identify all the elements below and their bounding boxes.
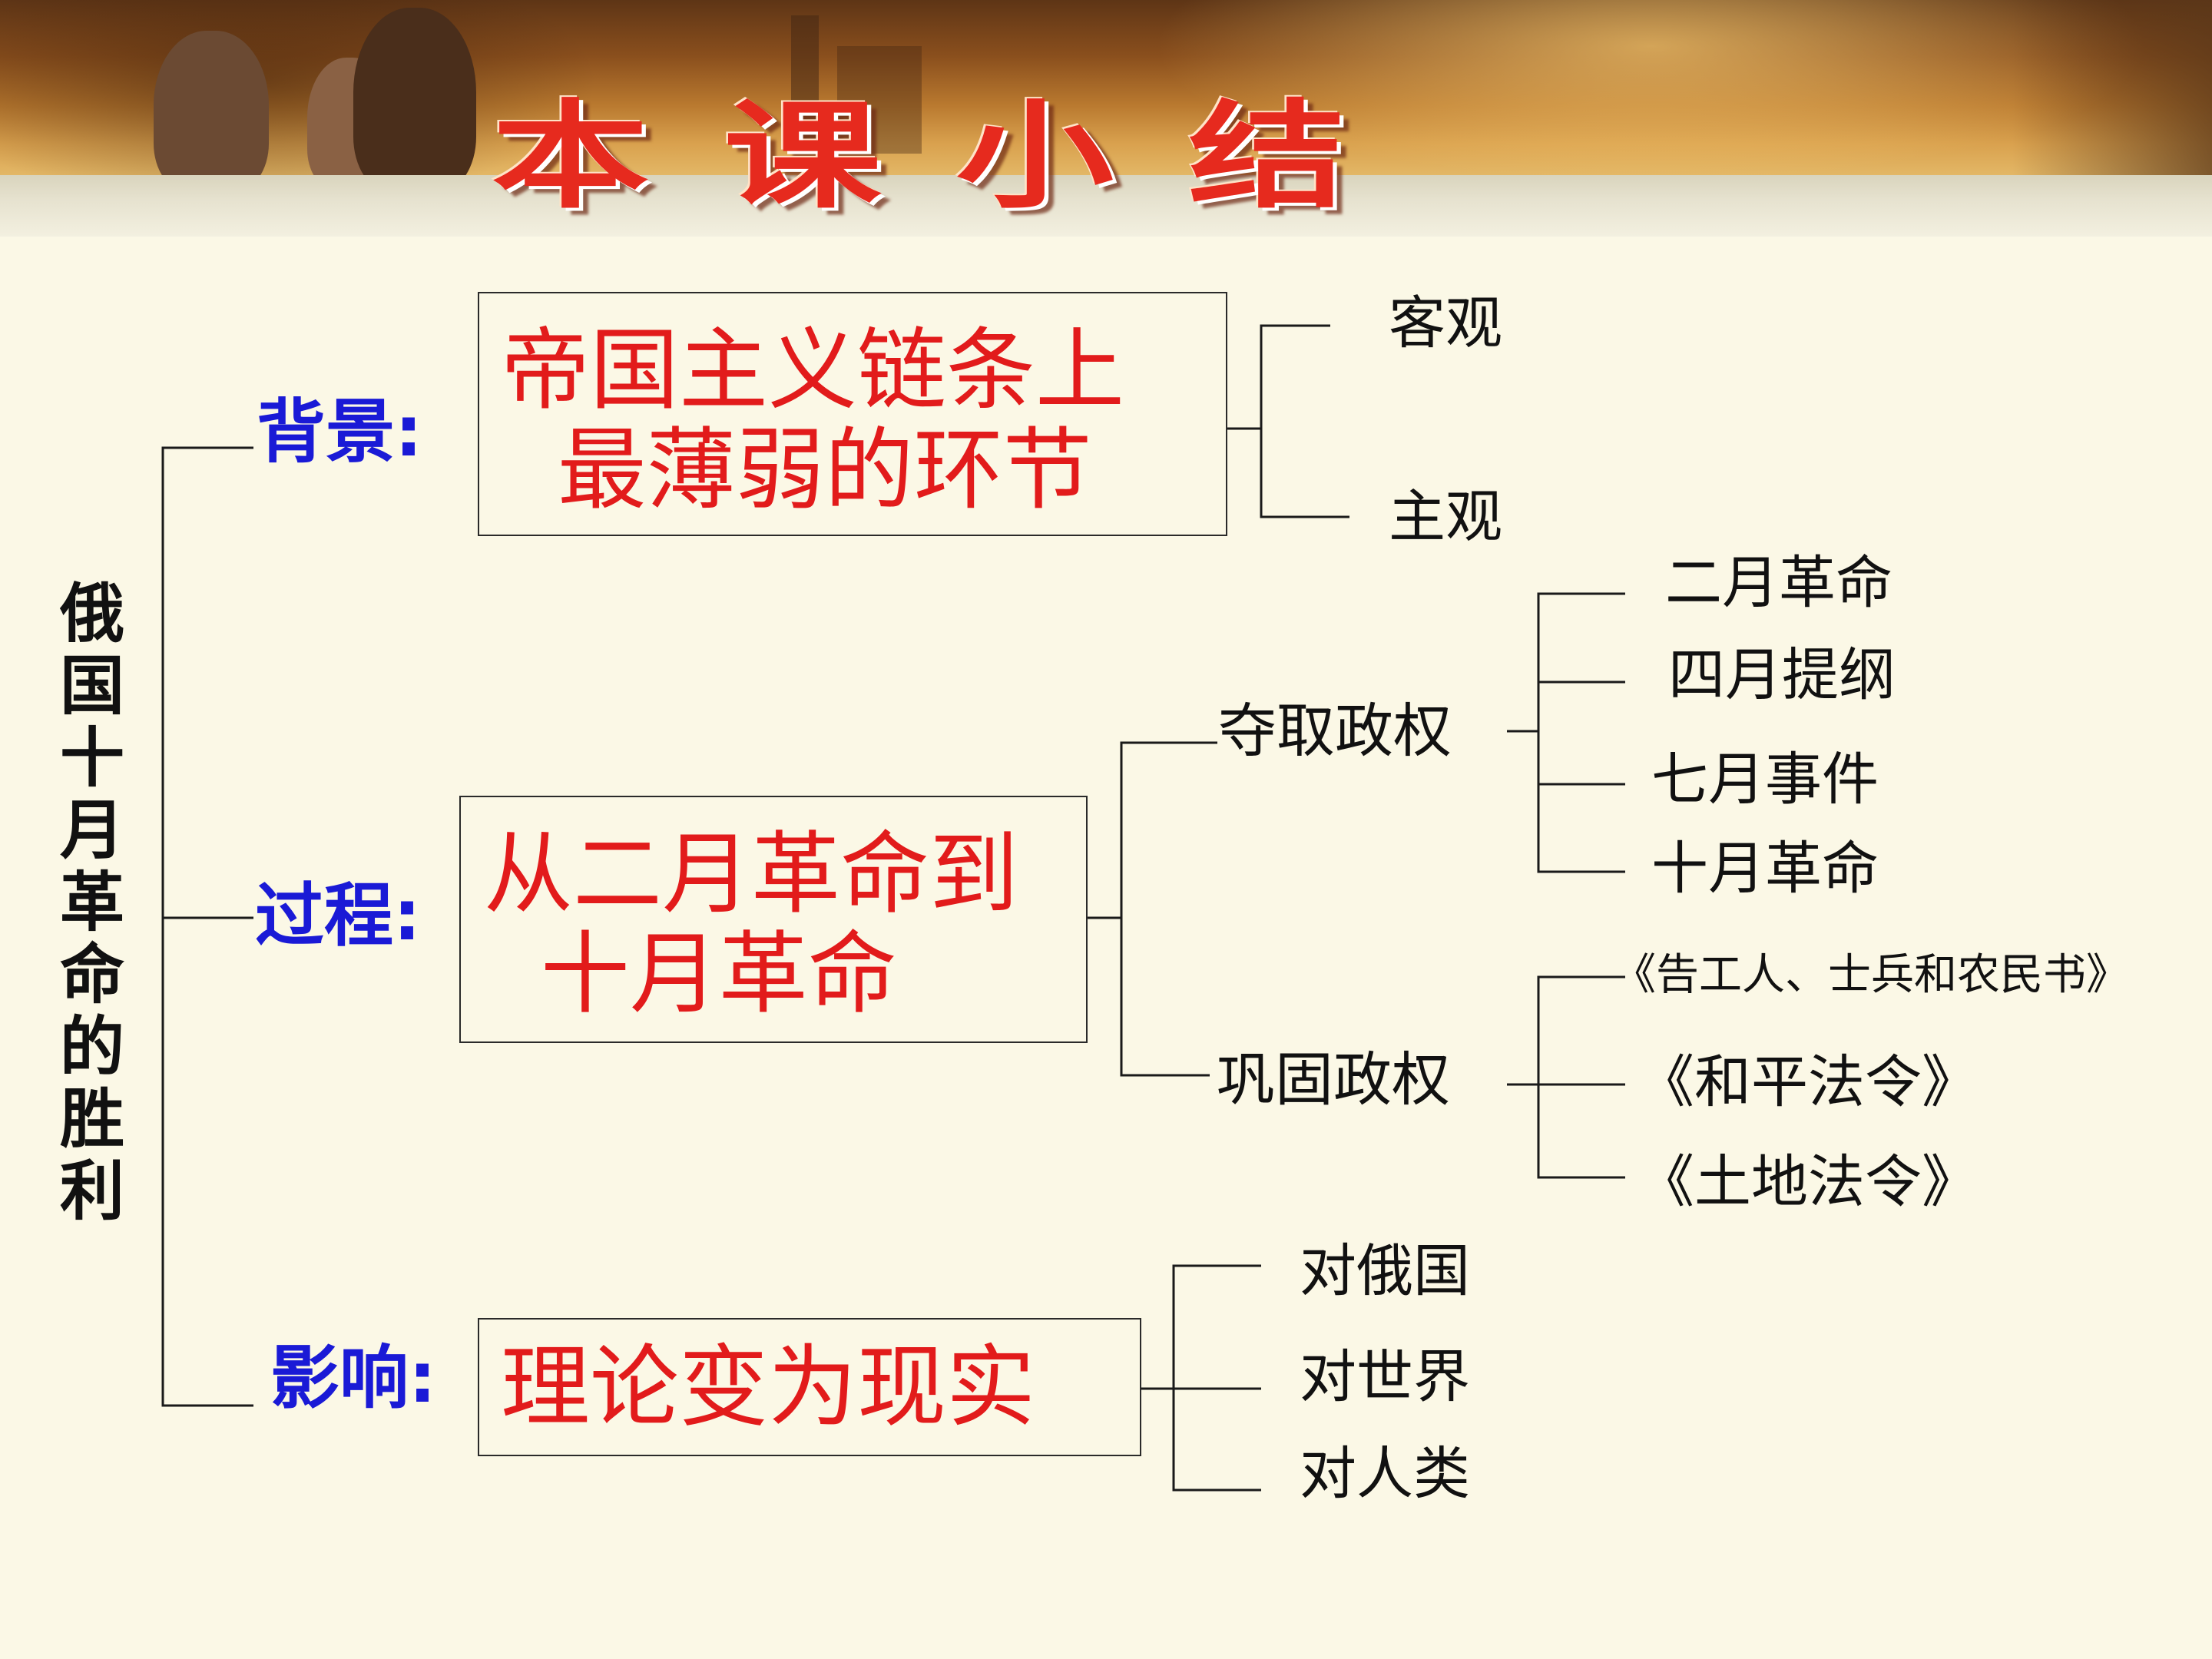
banner-building	[837, 46, 922, 154]
header-band	[0, 175, 2212, 237]
consolidate-item: 《土地法令》	[1637, 1149, 1979, 1215]
seize-item: 四月提纲	[1668, 642, 1896, 708]
consolidate-bracket	[1537, 975, 1625, 1179]
category-impact: 影响:	[270, 1338, 436, 1419]
banner-figure	[353, 8, 476, 175]
impact-bracket	[1172, 1264, 1261, 1492]
banner-shadow	[0, 0, 599, 175]
background-item: 客观	[1389, 290, 1502, 356]
group-seize-power: 夺取政权	[1218, 697, 1452, 765]
seize-item: 十月革命	[1651, 836, 1879, 902]
root-bracket	[161, 446, 253, 1407]
root-topic: 俄国十月革命的胜利	[59, 576, 124, 1229]
banner-tower	[791, 15, 819, 154]
category-process: 过程:	[255, 876, 421, 956]
header-banner	[0, 0, 2212, 175]
process-bracket	[1120, 741, 1217, 1077]
background-summary: 帝国主义链条上 最薄弱的环节	[501, 319, 1124, 522]
background-summary-box: 帝国主义链条上 最薄弱的环节	[478, 292, 1227, 536]
slide-title: 本课小结	[492, 87, 1421, 224]
seize-bracket	[1537, 592, 1625, 873]
background-item: 主观	[1389, 484, 1502, 550]
consolidate-item: 《和平法令》	[1637, 1049, 1979, 1115]
impact-item: 对人类	[1300, 1441, 1470, 1507]
impact-item: 对俄国	[1300, 1238, 1470, 1304]
process-summary-box: 从二月革命到 十月革命	[459, 796, 1088, 1043]
group-consolidate-power: 巩固政权	[1217, 1045, 1450, 1114]
banner-sunlight	[1152, 0, 2151, 175]
consolidate-item: 《告工人、士兵和农民书》	[1613, 950, 2129, 1000]
banner-edge	[2012, 0, 2212, 175]
seize-item: 二月革命	[1665, 550, 1892, 616]
process-summary: 从二月革命到 十月革命	[484, 823, 1018, 1026]
impact-summary-box: 理论变为现实	[478, 1318, 1141, 1456]
impact-summary: 理论变为现实	[501, 1336, 1035, 1439]
banner-figure	[154, 31, 269, 175]
background-bracket	[1260, 324, 1349, 518]
seize-item: 七月事件	[1651, 747, 1879, 813]
impact-item: 对世界	[1300, 1344, 1470, 1410]
category-background: 背景:	[257, 392, 422, 472]
